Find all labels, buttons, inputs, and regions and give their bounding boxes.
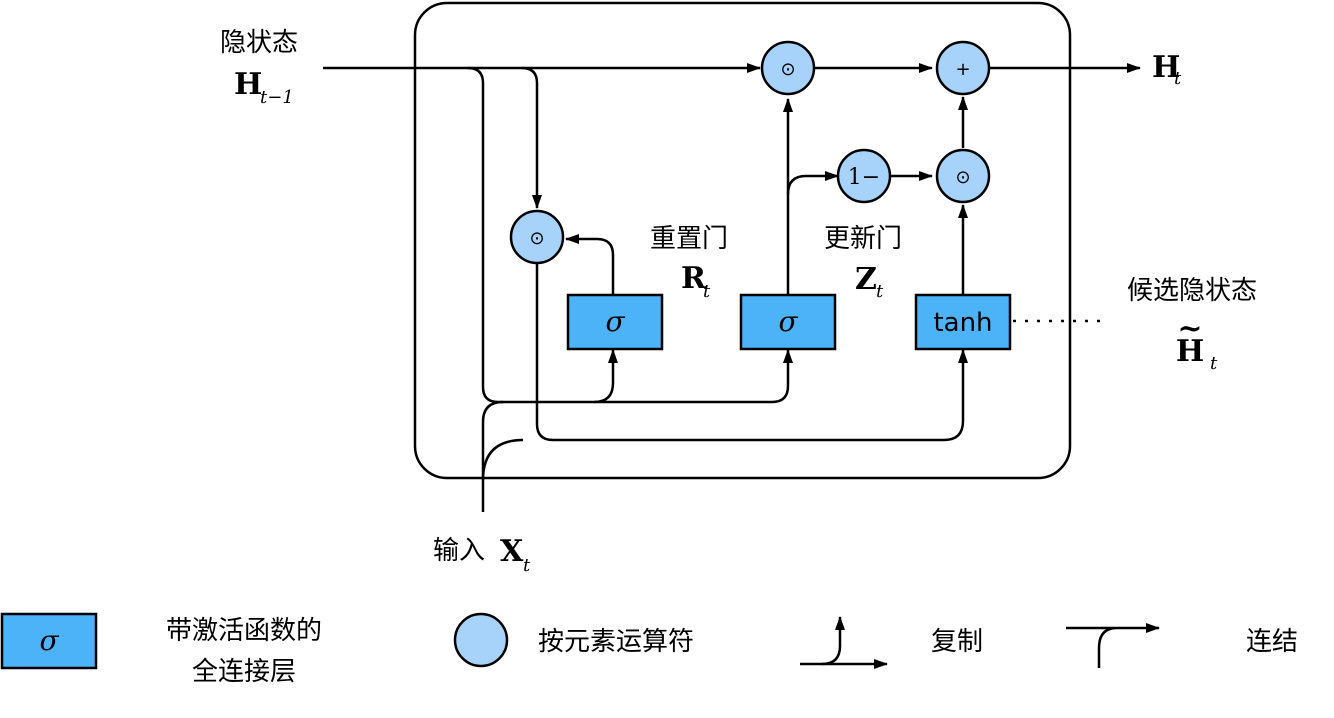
wire-reset-odot-to-tanh <box>535 262 968 442</box>
legend-concat-icon <box>1066 626 1118 668</box>
op-top-odot: ⊙ <box>760 40 816 96</box>
op-lower-odot-symbol: ⊙ <box>955 167 970 188</box>
wire-input-to-tanh-bus <box>481 438 524 481</box>
input-label: 输入 <box>433 536 485 566</box>
candidate-tilde: ~ <box>1177 311 1202 346</box>
legend-fc-sigma: σ <box>39 624 59 657</box>
op-reset-odot-symbol: ⊙ <box>529 228 544 249</box>
reset-gate-label: 重置门 <box>650 224 728 254</box>
output-h-symbol: H <box>1152 50 1180 85</box>
reset-gate-subscript: t <box>703 281 711 302</box>
output-h-subscript: t <box>1174 68 1182 89</box>
op-one-minus: 1− <box>836 148 892 204</box>
op-plus-symbol: + <box>955 59 970 80</box>
op-reset-odot: ⊙ <box>509 209 565 265</box>
reset-gate-sigma: σ <box>605 305 625 338</box>
op-lower-odot: ⊙ <box>935 148 991 204</box>
op-one-minus-symbol: 1− <box>848 165 880 190</box>
wire-update-to-one-minus <box>786 171 839 195</box>
candidate-tanh-box: tanh <box>914 293 1012 351</box>
wires <box>323 63 1141 512</box>
wire-bus-to-reset-sigma <box>593 349 618 404</box>
reset-gate-symbol: R <box>681 261 707 296</box>
update-gate-subscript: t <box>876 281 884 302</box>
wire-reset-sigma-to-reset-odot <box>565 234 615 295</box>
legend-copy-icon <box>800 616 845 666</box>
update-gate-box: σ <box>739 293 837 351</box>
update-gate-sigma: σ <box>778 305 798 338</box>
legend: σ 带激活函数的 全连接层 按元素运算符 复制 连结 <box>0 612 1298 687</box>
legend-concat-label: 连结 <box>1246 627 1298 657</box>
wire-bus-to-update-sigma <box>771 349 793 404</box>
gru-cell-border <box>413 1 1072 480</box>
candidate-label: 候选隐状态 <box>1127 276 1257 306</box>
input-symbol: X <box>500 534 524 569</box>
update-gate-label: 更新门 <box>824 224 902 254</box>
legend-fc-label-line2: 全连接层 <box>192 657 296 687</box>
op-top-odot-symbol: ⊙ <box>780 59 795 80</box>
op-plus: + <box>935 40 991 96</box>
update-gate-symbol: Z <box>855 262 877 297</box>
hidden-state-label: 隐状态 <box>220 28 298 58</box>
hprev-subscript: t−1 <box>260 87 294 108</box>
candidate-subscript: t <box>1210 353 1218 374</box>
legend-copy-label: 复制 <box>931 627 983 657</box>
candidate-symbol: H <box>1176 334 1204 369</box>
candidate-tanh-label: tanh <box>933 308 992 338</box>
legend-op-circle <box>453 612 509 668</box>
hprev-symbol: H <box>234 67 262 102</box>
reset-gate-box: σ <box>566 293 664 351</box>
legend-fc-label-line1: 带激活函数的 <box>166 616 322 646</box>
wire-input-to-bus <box>481 400 504 512</box>
wire-hprev-down-branch <box>467 66 499 404</box>
legend-fc-box: σ <box>0 612 98 670</box>
wire-hprev-to-reset-odot <box>521 66 542 209</box>
input-subscript: t <box>523 555 531 576</box>
legend-op-label: 按元素运算符 <box>538 627 694 657</box>
